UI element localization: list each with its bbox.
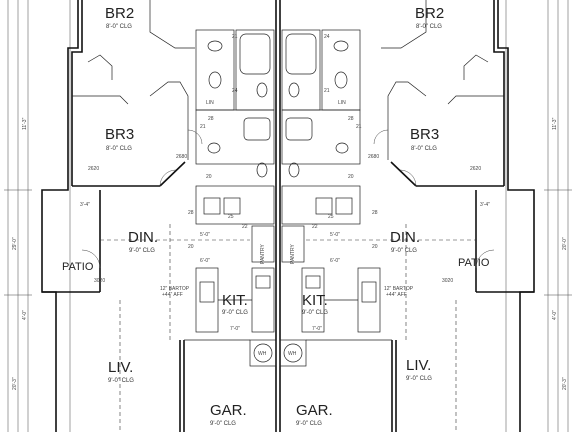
- room-name-liv-right: LIV.: [406, 357, 431, 374]
- room-name-patio-left: PATIO: [62, 261, 94, 273]
- dim-text: 6'-0": [330, 258, 340, 264]
- dim-text: 7'-0": [312, 326, 322, 332]
- dashed-lines: [100, 224, 476, 432]
- door-number: 25: [228, 214, 234, 220]
- bartop-label-left: 12" BARTOP: [160, 286, 190, 292]
- door-number: 28: [188, 210, 194, 216]
- lin-label-left: LIN: [206, 100, 214, 106]
- door-size-right-3020: 3020: [442, 278, 453, 284]
- ceiling-din-right: 9'-0" CLG: [391, 248, 417, 254]
- room-name-br3-left: BR3: [105, 126, 134, 143]
- plumbing-fixtures: [199, 33, 377, 303]
- room-name-liv-left: LIV.: [108, 359, 133, 376]
- door-number: 20: [372, 244, 378, 250]
- ceiling-kit-right: 9'-0" CLG: [302, 310, 328, 316]
- bartop-aff-right: +44" AFF: [386, 292, 407, 298]
- wh-label-right: WH: [288, 351, 297, 357]
- room-name-br2-left: BR2: [105, 5, 134, 22]
- dim-text: 20'-3": [12, 377, 18, 390]
- ceiling-liv-left: 9'-0" CLG: [108, 378, 134, 384]
- bartop-label-right: 12" BARTOP: [384, 286, 414, 292]
- dim-text: 11'-3": [22, 117, 28, 130]
- dim-text: 6'-0": [200, 258, 210, 264]
- door-size-right-2620: 2620: [470, 166, 481, 172]
- door-number: 24: [324, 34, 330, 40]
- door-number: 24: [232, 88, 238, 94]
- door-number: 21: [324, 88, 330, 94]
- door-number: 28: [208, 116, 214, 122]
- door-number: 20: [348, 174, 354, 180]
- door-number: 28: [372, 210, 378, 216]
- room-name-kit-left: KIT.: [222, 292, 248, 309]
- door-size-left-2680: 2680: [176, 154, 187, 160]
- ceiling-liv-right: 9'-0" CLG: [406, 376, 432, 382]
- door-number: 28: [348, 116, 354, 122]
- door-number: 20: [188, 244, 194, 250]
- ceiling-br2-right: 8'-0" CLG: [416, 24, 442, 30]
- dim-text: 11'-3": [552, 117, 558, 130]
- door-number: 22: [312, 224, 318, 230]
- room-name-din-left: DIN.: [128, 229, 158, 246]
- interior-walls: [72, 0, 504, 367]
- door-number: 20: [206, 174, 212, 180]
- door-number: 25: [328, 214, 334, 220]
- room-name-br3-right: BR3: [410, 126, 439, 143]
- ceiling-br3-left: 8'-0" CLG: [106, 146, 132, 152]
- bartop-aff-left: +44" AFF: [162, 292, 183, 298]
- dim-text: 5'-0": [200, 232, 210, 238]
- pantry-label-left: PANTRY: [260, 244, 266, 264]
- ceiling-din-left: 9'-0" CLG: [129, 248, 155, 254]
- dimension-lines: [4, 0, 572, 432]
- pantry-label-right: PANTRY: [290, 244, 296, 264]
- room-name-kit-right: KIT.: [302, 292, 328, 309]
- room-name-din-right: DIN.: [390, 229, 420, 246]
- door-number: 21: [200, 124, 206, 130]
- dim-text: 4'-0": [552, 310, 558, 320]
- dim-text: 3'-4": [480, 202, 490, 208]
- room-name-patio-right: PATIO: [458, 257, 490, 269]
- door-size-left-3020: 3020: [94, 278, 105, 284]
- dim-text: 20'-3": [562, 377, 568, 390]
- door-number: 22: [242, 224, 248, 230]
- wh-label-left: WH: [258, 351, 267, 357]
- door-size-right-2680: 2680: [368, 154, 379, 160]
- dim-text: 5'-0": [330, 232, 340, 238]
- door-number: 21: [356, 124, 362, 130]
- door-size-left-2620: 2620: [88, 166, 99, 172]
- ceiling-kit-left: 9'-0" CLG: [222, 310, 248, 316]
- dim-text: 7'-0": [230, 326, 240, 332]
- door-number: 21: [232, 34, 238, 40]
- dim-text: 20'-0": [562, 237, 568, 250]
- ceiling-gar-right: 9'-0" CLG: [296, 421, 322, 427]
- room-name-br2-right: BR2: [415, 5, 444, 22]
- dim-text: 29'-0": [12, 237, 18, 250]
- ceiling-br3-right: 8'-0" CLG: [411, 146, 437, 152]
- room-name-gar-right: GAR.: [296, 402, 333, 419]
- ceiling-gar-left: 9'-0" CLG: [210, 421, 236, 427]
- ceiling-br2-left: 8'-0" CLG: [106, 24, 132, 30]
- door-swings: [81, 129, 495, 269]
- dim-text: 4'-0": [22, 310, 28, 320]
- dim-text: 3'-4": [80, 202, 90, 208]
- lin-label-right: LIN: [338, 100, 346, 106]
- room-name-gar-left: GAR.: [210, 402, 247, 419]
